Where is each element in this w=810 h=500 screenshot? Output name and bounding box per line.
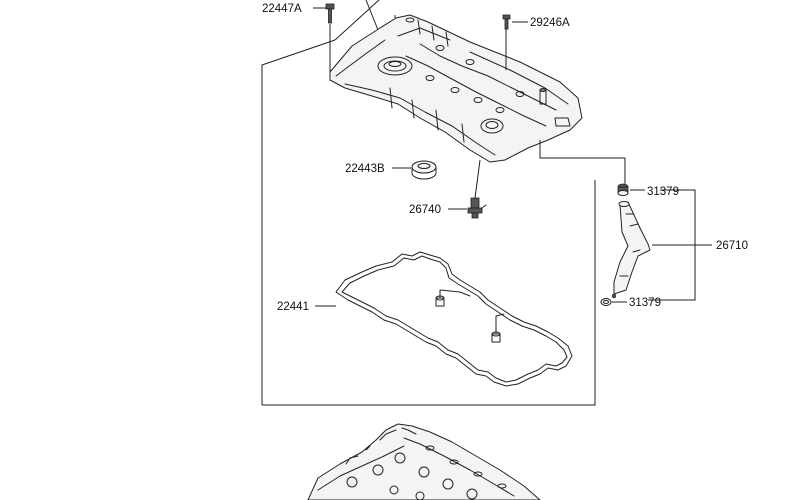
bolt-leader	[313, 7, 331, 72]
cylinder-head	[307, 423, 541, 500]
label-bolt-22447a: 22447A	[262, 3, 302, 15]
label-stud-29246a: 29246A	[530, 17, 570, 29]
oil-cap-seal-22443b	[411, 160, 437, 180]
hose-leader	[539, 140, 626, 184]
stud-29246a	[502, 14, 511, 30]
label-clip-top-31379: 31379	[647, 186, 679, 198]
bolt-22447a	[325, 3, 335, 24]
label-sensor-26740: 26740	[409, 204, 441, 216]
rocker-cover	[329, 14, 583, 163]
gasket-22441	[335, 251, 573, 387]
hose-bracket-leader	[648, 189, 712, 301]
breather-hose-26710	[613, 201, 651, 295]
label-seal-22443b: 22443B	[345, 163, 385, 175]
label-clip-bottom-31379: 31379	[629, 297, 661, 309]
label-hose-26710: 26710	[716, 240, 748, 252]
clip-31379-top	[617, 183, 629, 196]
assembly-frame	[261, 0, 596, 406]
sensor-26740	[467, 197, 487, 219]
stud-leader	[505, 21, 528, 70]
label-gasket-22441: 22441	[277, 301, 309, 313]
sensor-leader	[448, 159, 481, 210]
clip-31379-bottom	[600, 293, 617, 306]
